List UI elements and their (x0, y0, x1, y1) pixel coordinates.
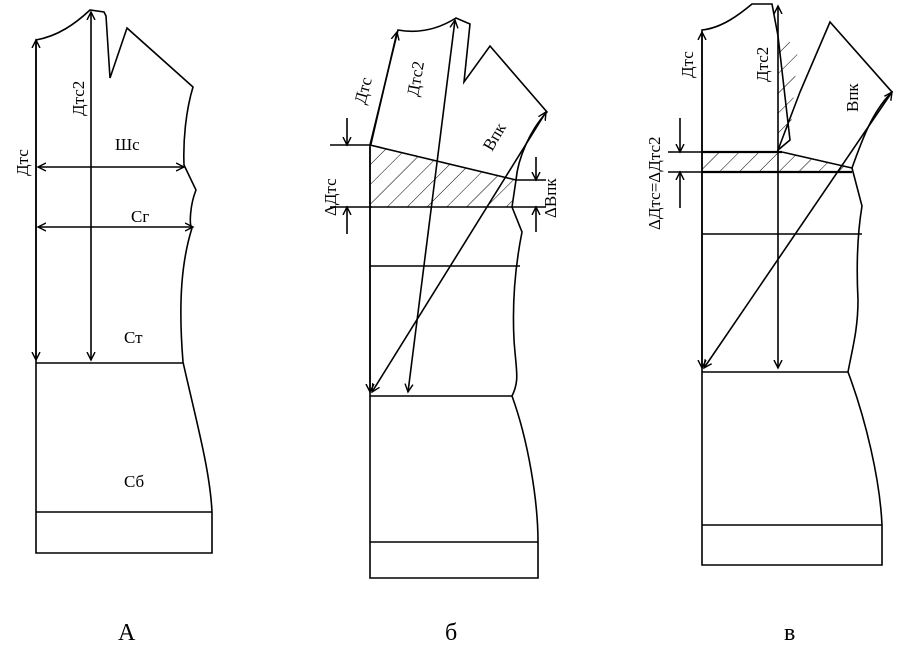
panel-a-label-sg: Сг (131, 207, 149, 226)
panel-c-label-delta-eq: ΔДтс=ΔДтс2 (645, 136, 664, 230)
panel-b-dts-top-arrow (370, 32, 397, 145)
panel-a-label-sb: Сб (124, 472, 144, 491)
panel-c-label-dts2: Дтс2 (753, 47, 772, 82)
panel-c-outline (701, 3, 894, 566)
panel-c-hatched-neck (778, 36, 798, 150)
panel-c-vpk-arrow (704, 92, 892, 368)
panel-b-label-vpk: Впк (479, 119, 510, 154)
panel-b-label-delta-vpk: ΔВпк (541, 178, 560, 218)
panel-b-label-dts: Дтс (351, 75, 376, 106)
panel-b: Дтс Дтс2 Впк ΔДтс ΔВпк б (321, 17, 560, 646)
panel-c: Дтс Дтс2 Впк ΔДтс=ΔДтс2 в (645, 3, 894, 646)
panel-c-caption: в (784, 620, 795, 646)
panel-a-caption: А (118, 620, 136, 646)
panel-b-label-delta-dts: ΔДтс (321, 178, 340, 216)
panel-a-label-st: Ст (124, 328, 143, 347)
panel-b-vpk-arrow (372, 112, 546, 392)
panel-b-outline (369, 17, 549, 579)
panel-c-label-vpk: Впк (843, 83, 862, 112)
panel-b-caption: б (445, 620, 457, 646)
panel-b-label-dts2: Дтс2 (403, 60, 428, 98)
panel-a-label-dts2: Дтс2 (69, 81, 88, 116)
panel-c-hatched-band (702, 152, 852, 172)
panel-a: Дтс Дтс2 Шс Сг Ст Сб А (13, 9, 213, 646)
panel-a-label-shs: Шс (115, 135, 140, 154)
panel-a-label-dts: Дтс (13, 149, 32, 176)
panel-c-label-dts: Дтс (678, 51, 697, 78)
